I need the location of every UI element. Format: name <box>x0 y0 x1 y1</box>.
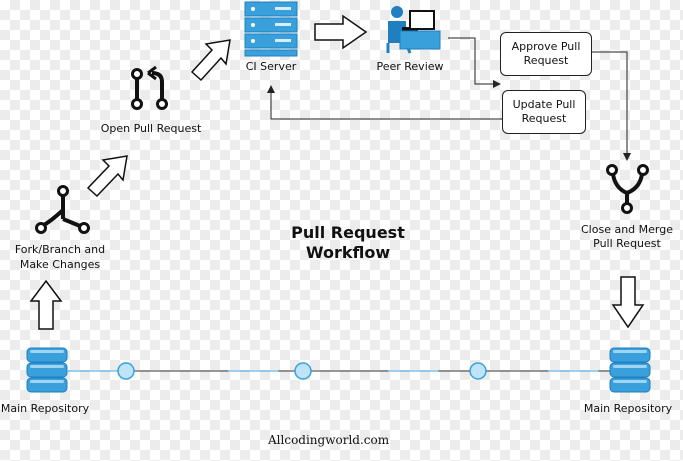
pull-request-icon <box>131 65 168 110</box>
diagram-title-line2: Workflow <box>305 243 391 262</box>
main-repository-right-database-icon <box>609 347 651 393</box>
connector-approve-to-merge <box>592 51 631 161</box>
approve-pull-request-box: Approve Pull Request <box>500 32 592 76</box>
repository-timeline <box>68 362 610 380</box>
connector-update-to-ci <box>267 85 502 120</box>
arrow-down-icon <box>611 276 645 329</box>
git-merge-icon <box>606 164 649 214</box>
diagram-title-line1: Pull Request <box>291 223 405 242</box>
arrow-diagonal-icon-2 <box>190 39 231 82</box>
close-merge-label-line2: Pull Request <box>593 237 661 250</box>
update-pull-request-box: Update Pull Request <box>502 90 586 134</box>
ci-server-label: CI Server <box>245 60 297 73</box>
server-icon <box>244 1 298 57</box>
git-branch-icon <box>35 185 90 234</box>
close-merge-label-line1: Close and Merge <box>581 223 673 236</box>
peer-review-label: Peer Review <box>376 60 444 73</box>
main-repository-right-label: Main Repository <box>583 402 673 415</box>
main-repository-left-database-icon <box>26 347 68 393</box>
timeline-node-1 <box>117 362 135 380</box>
open-pull-request-label: Open Pull Request <box>100 122 202 135</box>
arrow-up-icon <box>29 279 63 330</box>
watermark-text: Allcodingworld.com <box>268 433 390 447</box>
timeline-node-3 <box>469 362 487 380</box>
connector-peer-to-approve <box>448 37 501 88</box>
main-repository-left-label: Main Repository <box>0 402 90 415</box>
fork-branch-label-line1: Fork/Branch and <box>14 243 106 256</box>
fork-branch-label-line2: Make Changes <box>19 258 101 271</box>
timeline-node-2 <box>294 362 312 380</box>
person-at-desk-icon <box>386 6 441 54</box>
arrow-right-icon <box>314 14 368 50</box>
arrow-diagonal-icon-1 <box>86 155 128 198</box>
